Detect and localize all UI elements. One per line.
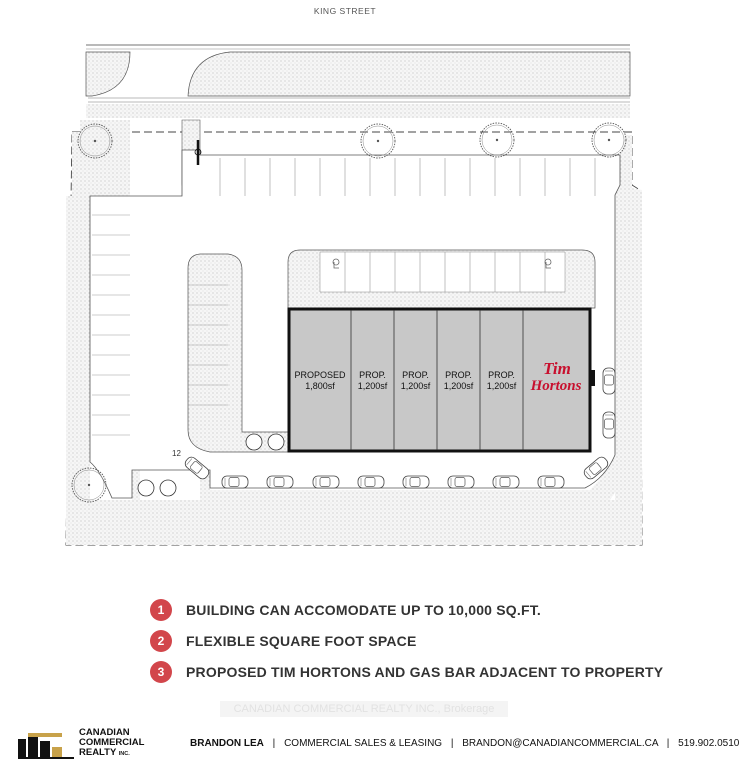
- bollards: [137, 433, 285, 497]
- agent-name: BRANDON LEA: [190, 738, 264, 749]
- brokerage-watermark: CANADIAN COMMERCIAL REALTY INC., Brokera…: [220, 701, 508, 717]
- feature-number-badge: 3: [150, 660, 172, 683]
- agent-email-link[interactable]: BRANDON@CANADIANCOMMERCIAL.CA: [462, 738, 658, 749]
- feature-text: PROPOSED TIM HORTONS AND GAS BAR ADJACEN…: [186, 663, 664, 680]
- logo-inc: INC.: [118, 751, 130, 757]
- unit-2-name: PROP.: [359, 370, 386, 380]
- footer: CANADIAN COMMERCIAL REALTY INC. BRANDON …: [0, 720, 739, 765]
- feature-text: BUILDING CAN ACCOMODATE UP TO 10,000 SQ.…: [186, 601, 542, 618]
- logo-line-2: COMMERCIAL: [79, 737, 145, 748]
- unit-5-area: 1,200sf: [487, 381, 517, 391]
- unit-5: PROP. 1,200sf: [487, 370, 517, 391]
- logo-line-3: REALTY INC.: [79, 747, 130, 758]
- accessible-parking-icon: [332, 258, 552, 269]
- entrance-gate: [194, 140, 202, 165]
- feature-number-badge: 1: [150, 598, 172, 621]
- feature-item: 3 PROPOSED TIM HORTONS AND GAS BAR ADJAC…: [150, 656, 710, 687]
- unit-4-area: 1,200sf: [444, 381, 474, 391]
- contact-info: BRANDON LEA | COMMERCIAL SALES & LEASING…: [190, 738, 739, 749]
- company-logo-text: CANADIAN COMMERCIAL REALTY INC.: [79, 728, 144, 759]
- parking-stalls-top: [219, 158, 596, 196]
- unit-4: PROP. 1,200sf: [444, 370, 474, 391]
- separator: |: [666, 738, 670, 749]
- building: [287, 307, 595, 453]
- unit-2: PROP. 1,200sf: [358, 370, 388, 391]
- unit-3-name: PROP.: [402, 370, 429, 380]
- logo-line-1: CANADIAN: [79, 727, 130, 738]
- agent-phone[interactable]: 519.902.0510: [678, 738, 739, 749]
- site-plan: KING STREET: [65, 6, 643, 546]
- unit-3: PROP. 1,200sf: [401, 370, 431, 391]
- unit-2-area: 1,200sf: [358, 381, 388, 391]
- unit-1-area: 1,800sf: [305, 381, 335, 391]
- unit-5-name: PROP.: [488, 370, 515, 380]
- feature-number-badge: 2: [150, 629, 172, 652]
- separator: |: [450, 738, 454, 749]
- feature-item: 2 FLEXIBLE SQUARE FOOT SPACE: [150, 625, 710, 656]
- parking-stalls-left: [92, 214, 130, 436]
- stall-count-label: 12: [172, 449, 181, 458]
- tim-hortons-logo: Tim Hortons: [530, 359, 582, 394]
- landscape-strip: [85, 51, 631, 118]
- parking-stalls-center: [188, 284, 228, 406]
- feature-list: 1 BUILDING CAN ACCOMODATE UP TO 10,000 S…: [150, 594, 710, 687]
- unit-1-name: PROPOSED: [294, 370, 346, 380]
- tim-hortons-logo-line2: Hortons: [530, 378, 582, 394]
- feature-text: FLEXIBLE SQUARE FOOT SPACE: [186, 632, 417, 649]
- center-island: [187, 253, 289, 453]
- unit-4-name: PROP.: [445, 370, 472, 380]
- street-label: KING STREET: [314, 6, 376, 16]
- unit-1: PROPOSED 1,800sf: [294, 370, 346, 391]
- agent-role: COMMERCIAL SALES & LEASING: [284, 738, 443, 749]
- tim-hortons-logo-line1: Tim: [543, 359, 571, 378]
- separator: |: [272, 738, 276, 749]
- unit-3-area: 1,200sf: [401, 381, 431, 391]
- company-logo-icon: [18, 733, 74, 759]
- feature-item: 1 BUILDING CAN ACCOMODATE UP TO 10,000 S…: [150, 594, 710, 625]
